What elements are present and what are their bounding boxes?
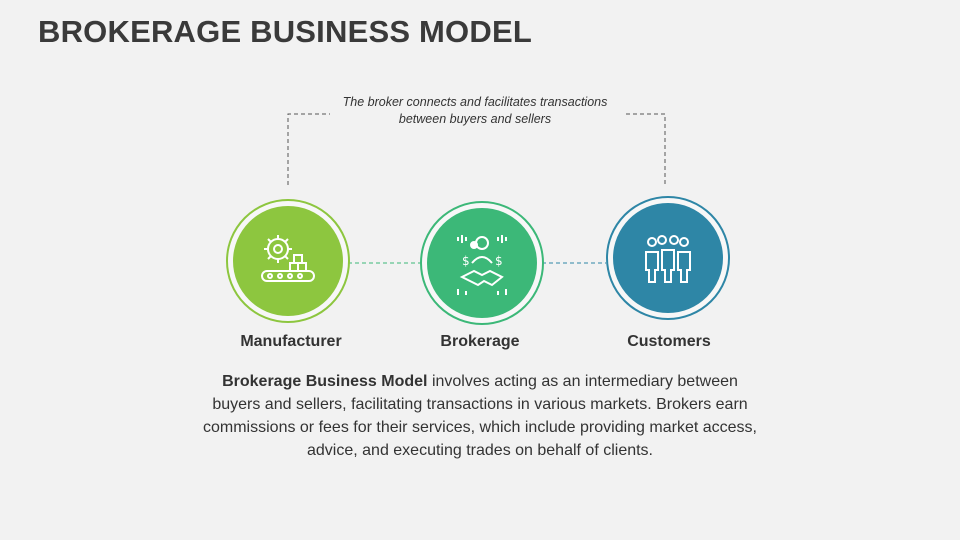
manufacturer-node [226,199,350,323]
svg-text:$: $ [462,254,470,268]
manufacturer-label: Manufacturer [240,333,342,350]
bracket-left [287,113,330,185]
customers-node [606,196,730,320]
caption-line-2: between buyers and sellers [398,112,552,126]
factory-gear-conveyor-icon [261,235,315,282]
description: Brokerage Business Model involves acting… [200,370,760,462]
description-bold: Brokerage Business Model [222,373,428,390]
brokerage-label: Brokerage [440,333,520,350]
customers-label: Customers [627,333,711,350]
caption-line-1: The broker connects and facilitates tran… [342,95,608,109]
customers-group-icon [645,235,691,283]
svg-text:$: $ [495,254,503,268]
bracket-right [626,113,666,185]
description-text: involves acting as an intermediary betwe… [203,373,757,459]
page-title: BROKERAGE BUSINESS MODEL [38,14,532,49]
brokerage-node: $ $ [420,201,544,325]
connector-caption: The broker connects and facilitates tran… [330,94,620,128]
broker-handshake-icon: $ $ [457,235,507,295]
